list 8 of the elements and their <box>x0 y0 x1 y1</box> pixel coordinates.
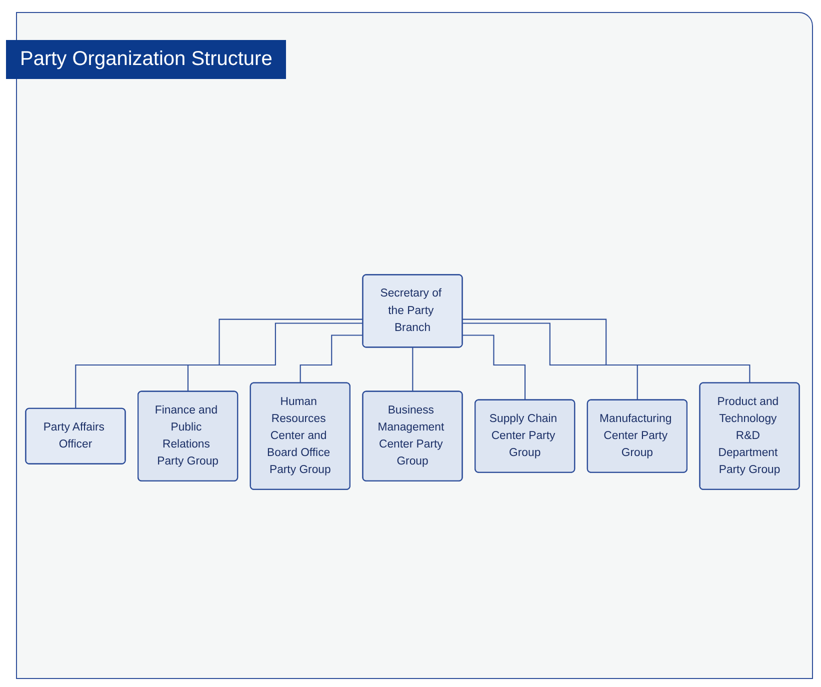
connector <box>462 335 526 402</box>
connector <box>462 319 750 384</box>
connector <box>412 347 414 393</box>
connector <box>462 323 638 402</box>
title-banner: Party Organization Structure <box>6 40 286 79</box>
connector <box>300 335 364 384</box>
connector <box>75 319 364 410</box>
connector <box>187 323 364 393</box>
